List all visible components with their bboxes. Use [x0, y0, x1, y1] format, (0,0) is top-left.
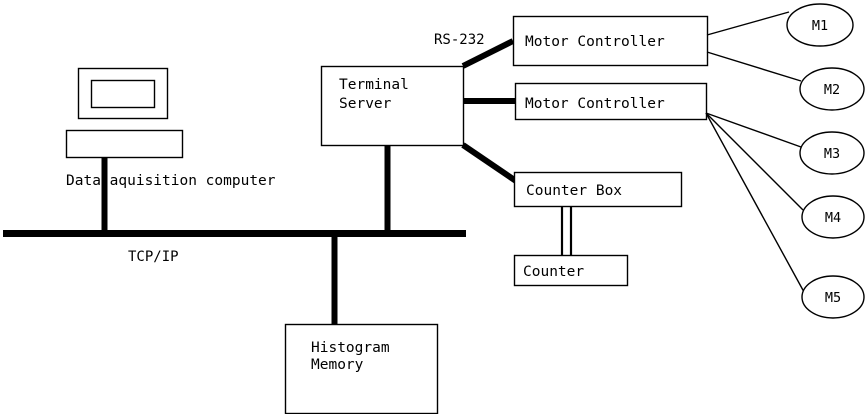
- histogram-memory-label-line2: Memory: [311, 357, 364, 373]
- node-terminal-server: Terminal Server: [320, 65, 465, 147]
- link-motor-controller-2-to-m3: [705, 112, 802, 148]
- link-terminal-server-to-counter-box: [461, 142, 518, 184]
- counter-box-rect: [513, 171, 683, 208]
- m3-ellipse: [799, 131, 865, 175]
- m2-label: M2: [824, 82, 840, 98]
- m4-ellipse: [801, 195, 865, 239]
- node-histogram-memory: Histogram Memory: [284, 323, 439, 414]
- rs232-label: RS-232: [434, 32, 485, 48]
- node-motor-m5: M5: [801, 275, 865, 319]
- m5-ellipse: [801, 275, 865, 319]
- motor-controller-2-box: [514, 82, 708, 121]
- histogram-memory-label-line1: Histogram: [311, 340, 390, 356]
- counter-box-label: Counter Box: [526, 183, 622, 199]
- m4-label: M4: [825, 210, 841, 226]
- m3-label: M3: [824, 146, 840, 162]
- node-motor-m3: M3: [799, 131, 865, 175]
- link-motor-controller-1-to-m2: [706, 51, 802, 82]
- node-counter-box: Counter Box: [513, 171, 683, 208]
- terminal-server-label-line1: Terminal: [339, 77, 409, 93]
- m5-label: M5: [825, 290, 841, 306]
- link-terminal-server-to-motor-controller-1: [461, 38, 515, 69]
- link-motor-controller-2-to-m4: [705, 112, 804, 211]
- m2-ellipse: [799, 67, 865, 111]
- link-motor-controller-1-to-m1: [706, 11, 790, 36]
- computer-base: [65, 129, 184, 159]
- monitor-screen: [90, 79, 156, 109]
- node-motor-controller-2: Motor Controller: [514, 82, 708, 121]
- motor-controller-2-label: Motor Controller: [525, 96, 665, 112]
- counter-rect: [513, 254, 629, 287]
- data-acquisition-computer-caption: Data aquisition computer: [66, 173, 276, 189]
- node-motor-m1: M1: [786, 3, 854, 47]
- node-data-acquisition-computer: Data aquisition computer: [65, 67, 276, 189]
- link-motor-controller-2-to-m5: [705, 112, 805, 293]
- node-motor-controller-1: Motor Controller: [512, 15, 709, 67]
- motor-controller-1-label: Motor Controller: [525, 34, 665, 50]
- histogram-memory-box: [284, 323, 439, 414]
- m1-label: M1: [812, 18, 828, 34]
- node-counter: Counter: [513, 254, 629, 287]
- tcpip-bus-label: TCP/IP: [128, 249, 179, 265]
- terminal-server-box: [320, 65, 465, 147]
- node-motor-m2: M2: [799, 67, 865, 111]
- motor-controller-1-box: [512, 15, 709, 67]
- m1-ellipse: [786, 3, 854, 47]
- terminal-server-label-line2: Server: [339, 96, 392, 112]
- node-motor-m4: M4: [801, 195, 865, 239]
- counter-label: Counter: [523, 264, 584, 280]
